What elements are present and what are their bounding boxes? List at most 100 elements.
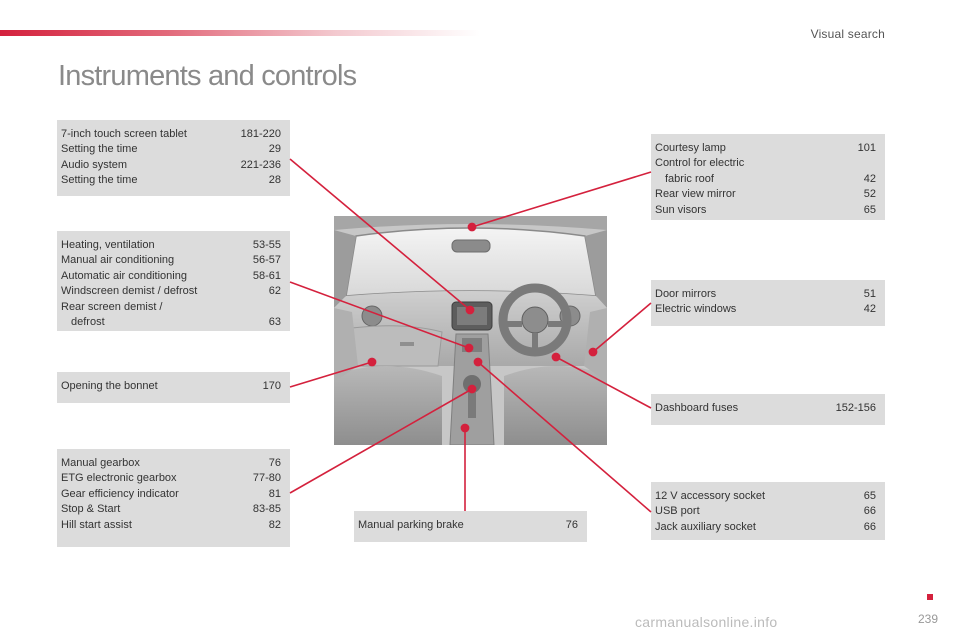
index-page-ref: 65 [863,203,876,216]
index-label: Jack auxiliary socket [655,520,756,533]
index-page-ref: 58-61 [252,269,281,282]
index-row: Manual air conditioning 56-57 [61,253,281,268]
index-label: Courtesy lamp [655,142,726,154]
index-page-ref: 152-156 [835,402,876,414]
leader-sockets [477,361,652,513]
index-row: Gear efficiency indicator 81 [61,487,281,502]
page-number: 239 [917,612,938,626]
index-label: Rear screen demist / defrost [61,300,162,331]
index-row: USB port 66 [655,504,876,519]
marker-gearbox [467,384,477,394]
index-page-ref: 76 [565,519,578,531]
box-fuses: Dashboard fuses 152-156 [651,394,885,425]
marker-sockets [473,357,483,367]
index-label: Setting the time [61,143,138,156]
index-page-ref: 76 [268,457,281,469]
leader-touchscreen [289,158,471,311]
index-row: Hill start assist 82 [61,518,281,533]
index-page-ref: 221-236 [240,158,281,171]
dashboard-illustration [334,216,607,445]
leader-courtesy [471,171,652,228]
index-label-line1: Control for electric [655,157,745,170]
index-label: Windscreen demist / defrost [61,285,198,298]
marker-heating [464,343,474,353]
index-page-ref: 83-85 [252,503,281,516]
index-page-ref: 181-220 [240,128,281,140]
index-page-ref: 101 [857,142,876,154]
index-label: Dashboard fuses [655,402,739,414]
index-page-ref: 66 [863,520,876,533]
index-row: Courtesy lamp 101 [655,141,876,156]
index-row: Rear screen demist / defrost 63 [61,300,281,331]
index-label: Automatic air conditioning [61,269,187,282]
index-label: Hill start assist [61,518,132,531]
header-accent-bar [0,30,480,36]
watermark: carmanualsonline.info [635,614,778,630]
index-row: Setting the time 29 [61,142,281,157]
section-label: Visual search [810,27,885,41]
leader-fuses [555,356,652,409]
index-page-ref: 29 [268,143,281,156]
leader-gearbox [289,388,473,494]
page-marker-square [927,594,933,600]
index-page-ref: 81 [268,487,281,500]
index-page-ref: 42 [863,303,876,316]
leader-bonnet [289,361,373,388]
index-row: Audio system 221-236 [61,158,281,173]
index-row: 7-inch touch screen tablet 181-220 [61,127,281,142]
index-page-ref: 56-57 [252,254,281,267]
marker-parking [460,423,470,433]
index-page-ref: 170 [262,380,281,392]
marker-courtesy [467,222,477,232]
index-page-ref: 82 [268,518,281,531]
index-label: Manual gearbox [61,457,140,469]
page-title: Instruments and controls [58,60,357,92]
marker-bonnet [367,357,377,367]
index-page-ref: 63 [268,316,281,329]
index-row: Automatic air conditioning 58-61 [61,269,281,284]
index-label: Opening the bonnet [61,380,158,392]
index-label: Electric windows [655,303,737,316]
index-page-ref: 66 [863,505,876,518]
index-label: Audio system [61,158,128,171]
index-row: Dashboard fuses 152-156 [655,401,876,416]
index-label: USB port [655,505,700,518]
index-row: Manual gearbox 76 [61,456,281,471]
index-label: Door mirrors [655,288,717,300]
index-label: 12 V accessory socket [655,490,766,502]
index-row: Sun visors 65 [655,203,876,218]
index-page-ref: 77-80 [252,472,281,485]
index-label-line1: Rear screen demist / [61,300,163,313]
index-page-ref: 53-55 [252,239,281,251]
index-label: Manual air conditioning [61,254,175,267]
index-label: Sun visors [655,203,707,216]
index-label: Setting the time [61,174,138,187]
index-label-line2: defrost [71,316,105,329]
index-label: Gear efficiency indicator [61,487,179,500]
marker-touchscreen [465,305,475,315]
marker-mirrors [588,347,598,357]
index-row: Jack auxiliary socket 66 [655,520,876,535]
index-row: Stop & Start 83-85 [61,502,281,517]
index-page-ref: 42 [863,172,876,185]
index-label: 7-inch touch screen tablet [61,128,187,140]
index-label: Stop & Start [61,503,121,516]
index-row: Setting the time 28 [61,173,281,188]
leader-mirrors [592,302,652,353]
index-page-ref: 28 [268,174,281,187]
box-bonnet: Opening the bonnet 170 [57,372,290,403]
index-page-ref: 52 [863,188,876,201]
